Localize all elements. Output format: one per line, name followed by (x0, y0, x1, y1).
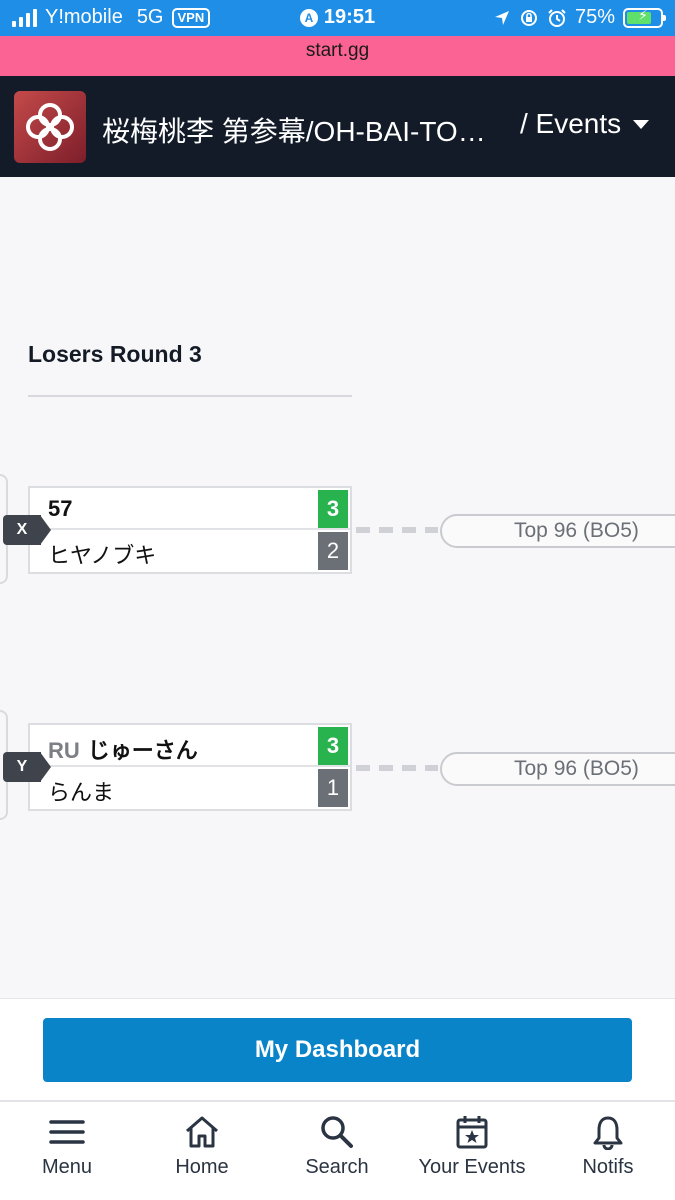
match-slot[interactable]: らんま 1 (30, 767, 350, 809)
signal-icon (12, 8, 37, 27)
nav-menu[interactable]: Menu (2, 1114, 132, 1179)
event-header: 桜梅桃李 第参幕/OH-BAI-TO… / Events (0, 76, 675, 177)
search-icon (321, 1116, 353, 1148)
nav-label: Home (175, 1156, 229, 1178)
my-dashboard-button[interactable]: My Dashboard (43, 1018, 632, 1082)
match-slot[interactable]: 57 3 (30, 488, 350, 530)
bracket-connector (356, 527, 438, 533)
match-id-tag: X (3, 515, 51, 545)
match-id-tag: Y (3, 752, 51, 782)
round-divider (28, 395, 352, 397)
player-name: 57 (48, 496, 73, 521)
next-match-pill[interactable]: Top 96 (BO5) (440, 514, 675, 548)
caret-down-icon (633, 119, 650, 129)
battery-percent: 75% (574, 6, 615, 28)
nav-label: Menu (41, 1156, 93, 1178)
battery-icon: ⚡ (623, 7, 666, 28)
round-title: Losers Round 3 (28, 341, 202, 367)
status-bar: Y!mobile 5G VPN A 19:51 75% ⚡ (0, 0, 675, 36)
player-score: 3 (318, 727, 348, 765)
nav-label: Search (305, 1156, 369, 1178)
events-label: / Events (520, 108, 622, 139)
nav-your-events[interactable]: Your Events (407, 1114, 537, 1179)
location-a-icon: A (299, 8, 318, 27)
player-prefix: RU (48, 738, 80, 763)
celtic-knot-icon (26, 103, 74, 151)
url-bar[interactable]: start.gg (0, 36, 675, 76)
player-name: らんま (48, 780, 115, 805)
dashboard-bar: My Dashboard (0, 998, 675, 1100)
match-card[interactable]: 57 3 ヒヤノブキ 2 (28, 486, 352, 574)
bracket-connector (356, 765, 438, 771)
calendar-star-icon (456, 1116, 488, 1149)
player-score: 3 (318, 490, 348, 528)
nav-label: Notifs (582, 1156, 634, 1178)
next-match-pill[interactable]: Top 96 (BO5) (440, 752, 675, 786)
nav-notifs[interactable]: Notifs (543, 1114, 673, 1179)
player-score: 2 (318, 532, 348, 570)
tournament-logo[interactable] (14, 91, 86, 163)
menu-icon (49, 1120, 85, 1144)
match-slot[interactable]: ヒヤノブキ 2 (30, 530, 350, 572)
nav-home[interactable]: Home (137, 1114, 267, 1179)
player-score: 1 (318, 769, 348, 807)
home-icon (186, 1116, 218, 1148)
network-type: 5G (136, 6, 164, 28)
bottom-nav: Menu Home Search Your Events Notifs (0, 1100, 675, 1200)
tournament-title[interactable]: 桜梅桃李 第参幕/OH-BAI-TO… (102, 116, 486, 147)
events-dropdown[interactable]: / Events (520, 108, 650, 140)
alarm-icon (548, 8, 566, 27)
bell-icon (593, 1116, 623, 1150)
carrier-name: Y!mobile (45, 6, 123, 28)
rotation-lock-icon (520, 9, 537, 26)
status-time: 19:51 (323, 6, 376, 28)
nav-label: Your Events (418, 1156, 526, 1178)
location-arrow-icon (494, 10, 509, 25)
player-name: ヒヤノブキ (48, 543, 157, 568)
vpn-badge: VPN (171, 7, 211, 28)
nav-search[interactable]: Search (272, 1114, 402, 1179)
